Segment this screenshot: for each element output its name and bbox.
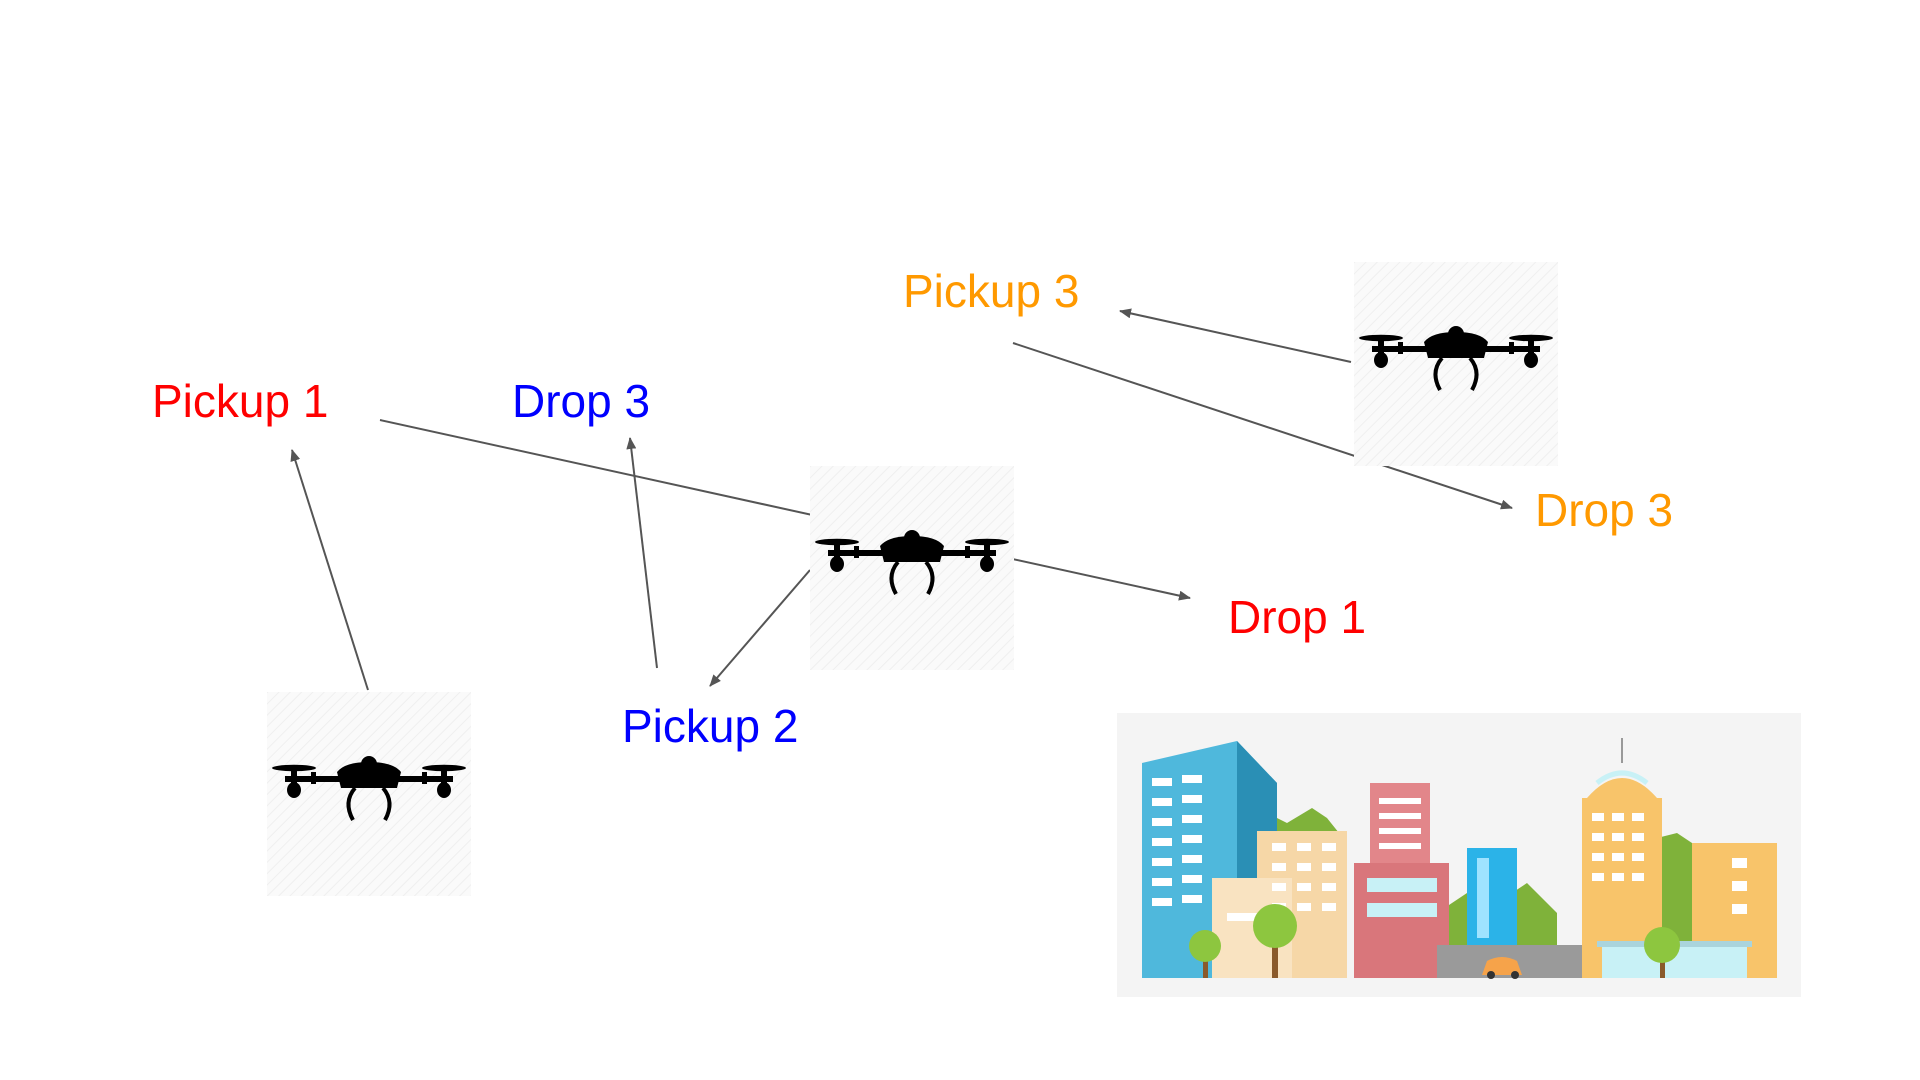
drone-icon	[267, 692, 471, 896]
arrow-drone3-to-pickup3	[1119, 308, 1352, 363]
arrow-drone1-to-pickup1	[290, 449, 369, 691]
drone-icon	[1354, 262, 1558, 466]
drop-3-blue-label: Drop 3	[512, 375, 651, 427]
arrow-pickup1-to-drop1	[379, 419, 1191, 601]
city-skyline-illustration	[1117, 713, 1801, 997]
drop-3-orange-label: Drop 3	[1535, 484, 1674, 536]
pickup-2-label: Pickup 2	[622, 700, 799, 752]
arrow-drone2-to-pickup2	[709, 569, 811, 687]
pickup-1-label: Pickup 1	[152, 375, 329, 427]
arrow-pickup3-to-drop3	[1012, 342, 1513, 510]
drop-1-label: Drop 1	[1228, 591, 1367, 643]
drone-icon	[810, 466, 1014, 670]
arrow-pickup2-to-drop3	[626, 437, 658, 669]
pickup-3-label: Pickup 3	[903, 265, 1080, 317]
